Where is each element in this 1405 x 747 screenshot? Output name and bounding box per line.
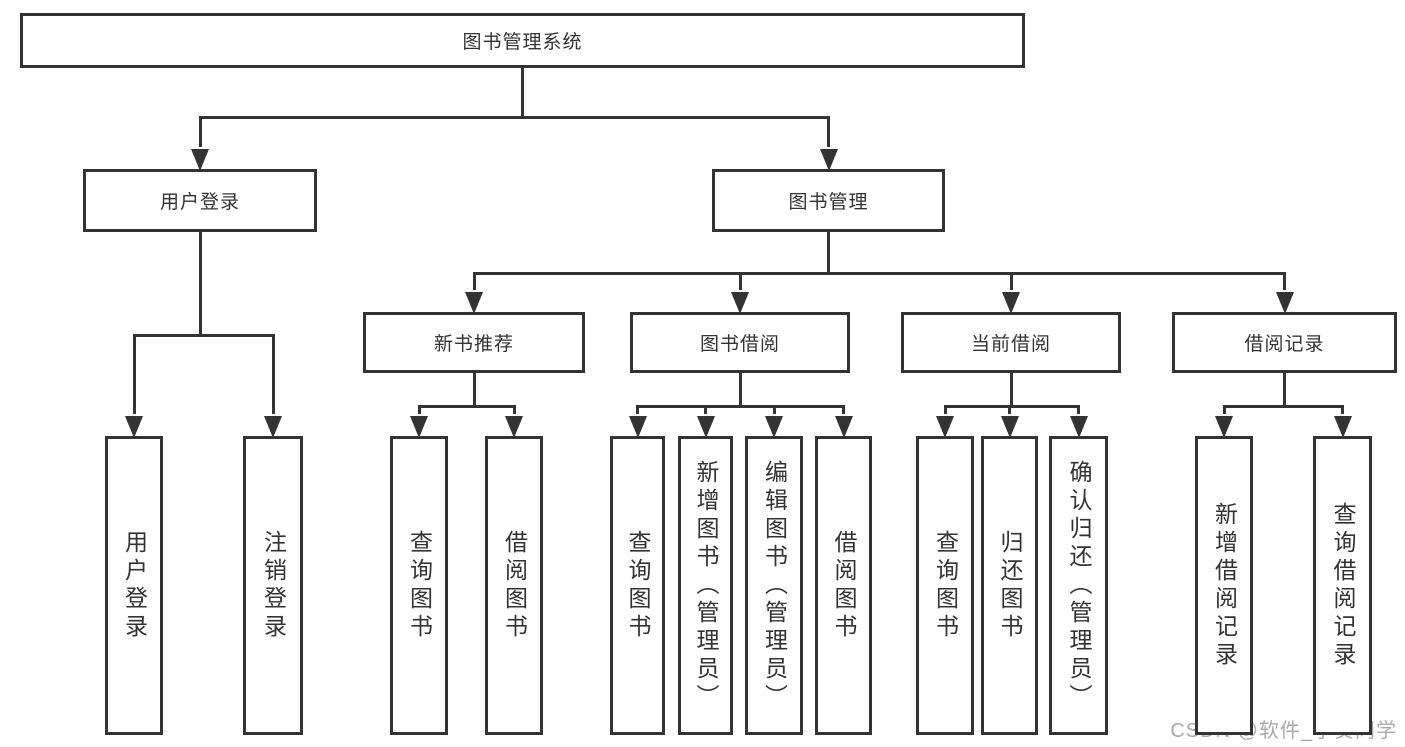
node-label: 查询图书 [625,529,651,642]
connector-bus [472,271,1286,275]
node-label: 借阅图书 [501,529,528,642]
arrow-down-icon [834,416,853,438]
node-leaf-logout: 注销登录 [243,436,303,735]
node-leaf-query-book-1: 查询图书 [390,436,448,735]
arrow-down-icon [1215,416,1233,438]
node-current-borrow: 当前借阅 [901,312,1121,373]
node-book-mgmt: 图书管理 [712,169,945,232]
node-label: 新增借阅记录 [1211,501,1238,670]
connector-drop [738,273,742,290]
arrow-down-icon [410,416,428,438]
connector-bus [132,333,275,337]
node-borrow-record: 借阅记录 [1172,312,1397,373]
connector-riser [198,232,202,335]
node-label: 编辑图书（管理员） [761,459,788,712]
connector-drop [1008,406,1011,414]
connector-riser [738,373,742,406]
node-label: 查询图书 [932,529,959,642]
connector-drop [1222,406,1226,414]
connector-drop [772,406,776,414]
node-label: 新书推荐 [433,334,514,355]
arrow-down-icon [936,416,954,438]
arrow-down-icon [465,292,483,314]
arrow-down-icon [191,149,209,171]
node-label: 查询图书 [406,529,433,642]
arrow-down-icon [264,416,282,438]
connector-drop [842,406,845,414]
node-label: 用户登录 [121,529,148,642]
connector-drop [472,273,476,290]
arrow-down-icon [125,416,143,438]
connector-riser [521,68,524,117]
node-leaf-user-login: 用户登录 [105,436,163,735]
node-label: 查询借阅记录 [1330,501,1356,670]
connector-drop [271,335,275,414]
node-leaf-return-book: 归还图书 [981,436,1038,735]
node-leaf-add-record: 新增借阅记录 [1195,436,1253,735]
connector-drop [1283,273,1286,290]
connector-drop [1077,406,1080,414]
connector-drop [198,117,202,147]
node-label: 借阅记录 [1244,334,1325,355]
connector-drop [1009,273,1013,290]
node-label: 注销登录 [260,529,287,642]
connector-drop [132,335,136,414]
connector-drop [512,406,516,414]
arrow-down-icon [731,292,749,314]
connector-bus [943,404,1080,408]
node-leaf-borrow-book-2: 借阅图书 [815,436,872,735]
node-book-borrow: 图书借阅 [630,312,850,373]
arrow-down-icon [765,416,783,438]
node-leaf-add-book: 新增图书（管理员） [678,436,733,735]
connector-bus [636,404,845,408]
connector-riser [827,232,830,273]
arrow-down-icon [1275,292,1294,314]
node-label: 图书管理系统 [462,32,583,53]
connector-drop [943,406,947,414]
node-user-login: 用户登录 [83,169,317,232]
node-leaf-query-book-2: 查询图书 [610,436,665,735]
connector-bus [1222,404,1344,408]
node-label: 图书管理 [788,192,869,213]
node-root: 图书管理系统 [20,13,1025,68]
arrow-down-icon [1333,416,1352,438]
arrow-down-icon [819,149,838,171]
connector-riser [1009,373,1013,406]
arrow-down-icon [1069,416,1088,438]
node-leaf-query-record: 查询借阅记录 [1313,436,1372,735]
connector-drop [704,406,707,414]
connector-drop [636,406,639,414]
node-label: 当前借阅 [970,334,1051,355]
node-leaf-edit-book: 编辑图书（管理员） [745,436,803,735]
arrow-down-icon [1000,416,1019,438]
connector-riser [1283,373,1286,406]
connector-drop [1341,406,1344,414]
node-leaf-borrow-book-1: 借阅图书 [485,436,543,735]
connector-drop [827,117,830,147]
node-label: 借阅图书 [831,529,857,642]
arrow-down-icon [628,416,647,438]
node-label: 用户登录 [159,192,240,213]
node-leaf-confirm-return: 确认归还（管理员） [1049,436,1108,735]
node-label: 确认归还（管理员） [1066,459,1092,712]
node-label: 归还图书 [997,529,1023,642]
connector-drop [417,406,421,414]
node-label: 新增图书（管理员） [693,459,719,712]
node-label: 图书借阅 [699,334,780,355]
connector-bus [417,404,516,408]
arrow-down-icon [505,416,523,438]
node-leaf-query-book-3: 查询图书 [916,436,974,735]
connector-riser [472,373,476,406]
node-new-book-rec: 新书推荐 [363,312,585,373]
arrow-down-icon [1002,292,1020,314]
arrow-down-icon [696,416,715,438]
connector-bus [198,115,830,119]
